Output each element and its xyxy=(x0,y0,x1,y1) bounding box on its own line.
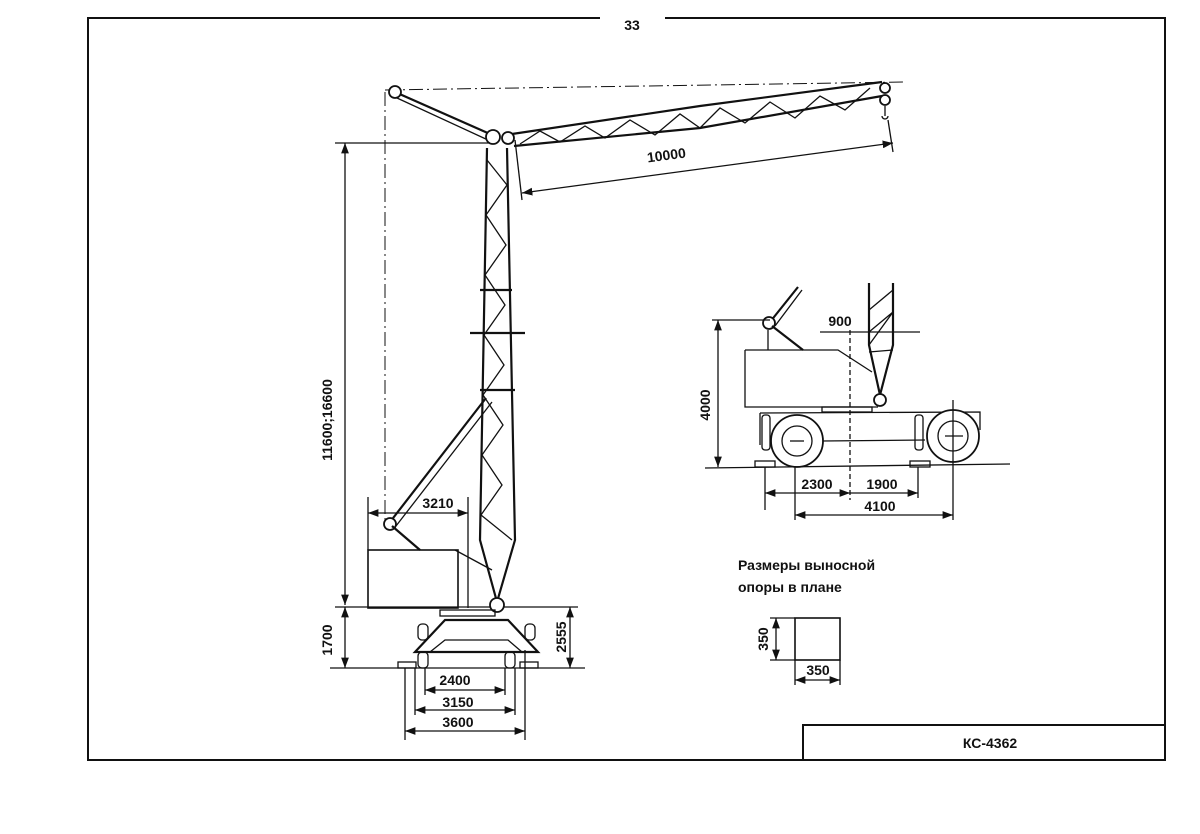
dim-side-1900: 1900 xyxy=(866,476,897,492)
dim-track-3600: 3600 xyxy=(442,714,473,730)
outrigger-caption-2: опоры в плане xyxy=(738,579,842,595)
dim-pivot-height: 2555 xyxy=(553,621,569,652)
page-number: 33 xyxy=(624,17,640,33)
tower xyxy=(470,147,525,607)
model-label: КС-4362 xyxy=(963,735,1017,751)
dim-side-height: 4000 xyxy=(697,389,713,420)
dim-track-2400: 2400 xyxy=(439,672,470,688)
dim-height: 11600;16600 xyxy=(319,379,335,461)
crane-side-view: 4000 900 2300 1900 4100 xyxy=(697,283,1011,520)
crane-main-view: 10000 11600;16600 1700 3210 2555 xyxy=(319,80,906,740)
dim-base-height: 1700 xyxy=(319,624,335,655)
dim-outrigger-height: 350 xyxy=(755,627,771,651)
dim-track-3150: 3150 xyxy=(442,694,473,710)
dim-side-offset: 900 xyxy=(828,313,852,329)
drawing-frame xyxy=(87,17,1166,761)
dim-boom-length: 10000 xyxy=(646,145,687,166)
dim-side-4100: 4100 xyxy=(864,498,895,514)
outrigger-plan: Размеры выносной опоры в плане 350 350 xyxy=(738,557,875,685)
hook xyxy=(879,82,891,120)
boom xyxy=(511,80,883,148)
title-block: КС-4362 xyxy=(802,724,1166,761)
dim-counterweight-reach: 3210 xyxy=(422,495,453,511)
outrigger-caption-1: Размеры выносной xyxy=(738,557,875,573)
dim-outrigger-width: 350 xyxy=(806,662,830,678)
dim-side-2300: 2300 xyxy=(801,476,832,492)
